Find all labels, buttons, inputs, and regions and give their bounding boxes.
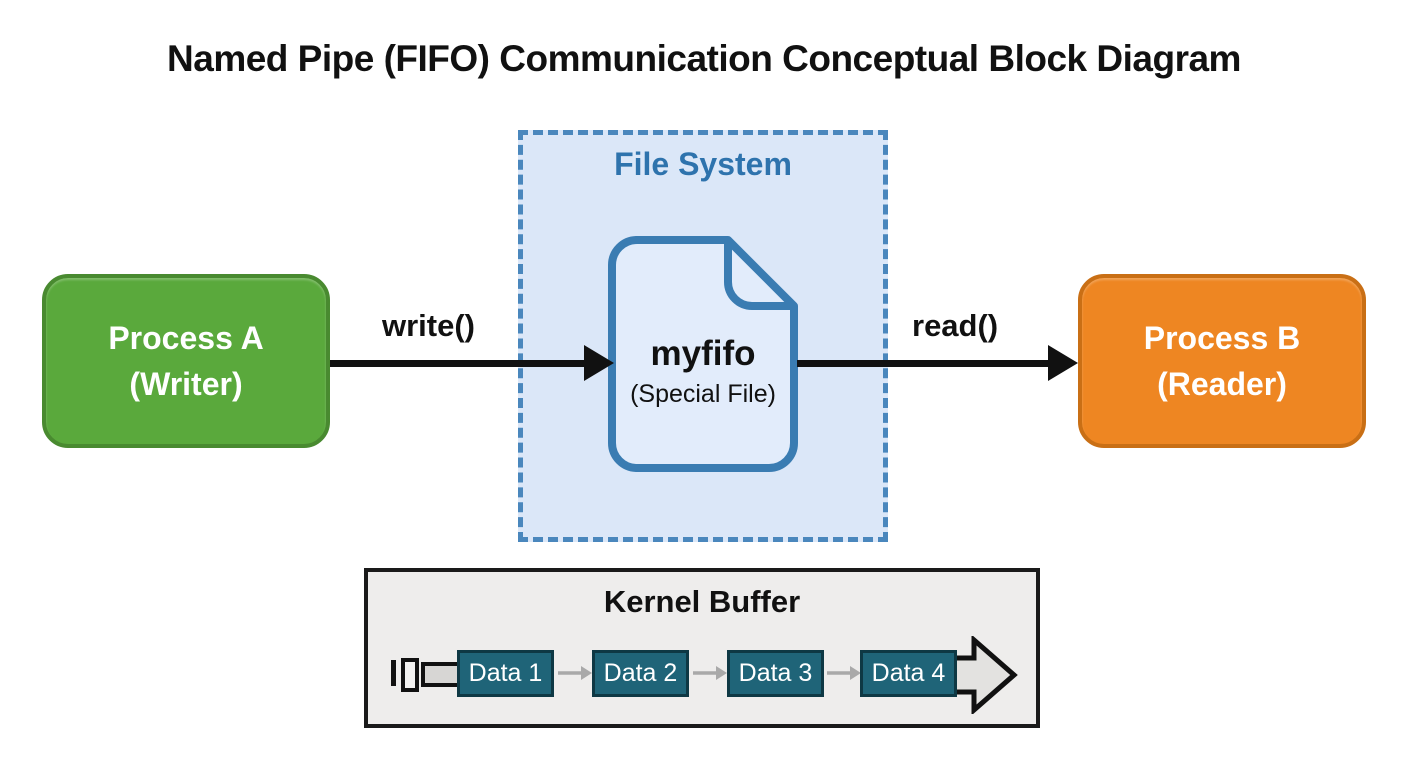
- diagram-title: Named Pipe (FIFO) Communication Conceptu…: [167, 38, 1241, 79]
- write-arrow-shaft: [330, 360, 586, 367]
- read-call-label: read(): [912, 308, 999, 343]
- process-a-box: Process A (Writer): [42, 274, 330, 448]
- process-b-box: Process B (Reader): [1078, 274, 1366, 448]
- flow-connector-icon: [693, 664, 727, 682]
- buffer-cell: Data 1: [457, 650, 554, 697]
- read-arrowhead-icon: [1048, 345, 1078, 381]
- buffer-cell: Data 4: [860, 650, 957, 697]
- buffer-cell-label: Data 4: [871, 659, 946, 687]
- buffer-cell-label: Data 3: [738, 659, 813, 687]
- buffer-cell-label: Data 1: [468, 659, 543, 687]
- document-icon: [607, 235, 799, 478]
- process-b-role: (Reader): [1157, 366, 1287, 402]
- write-arrowhead-icon: [584, 345, 614, 381]
- process-a-role: (Writer): [129, 366, 243, 402]
- fifo-file-subtitle: (Special File): [630, 380, 776, 408]
- fifo-file-name: myfifo: [650, 334, 756, 373]
- file-system-label: File System: [614, 146, 792, 182]
- write-call-label: write(): [382, 308, 475, 343]
- flow-connector-icon: [558, 664, 592, 682]
- pipe-inlet-socket-icon: [401, 658, 419, 692]
- flow-connector-icon: [827, 664, 861, 682]
- buffer-cell-label: Data 2: [603, 659, 678, 687]
- kernel-buffer-title: Kernel Buffer: [603, 584, 801, 619]
- pipe-inlet-icon: [391, 660, 396, 686]
- read-arrow-shaft: [797, 360, 1050, 367]
- write-arrow: [330, 343, 614, 383]
- read-arrow: [797, 343, 1078, 383]
- process-a-name: Process A: [108, 319, 264, 356]
- process-b-name: Process B: [1143, 319, 1301, 356]
- buffer-cell: Data 3: [727, 650, 824, 697]
- buffer-cell: Data 2: [592, 650, 689, 697]
- kernel-buffer-box: [364, 568, 1040, 728]
